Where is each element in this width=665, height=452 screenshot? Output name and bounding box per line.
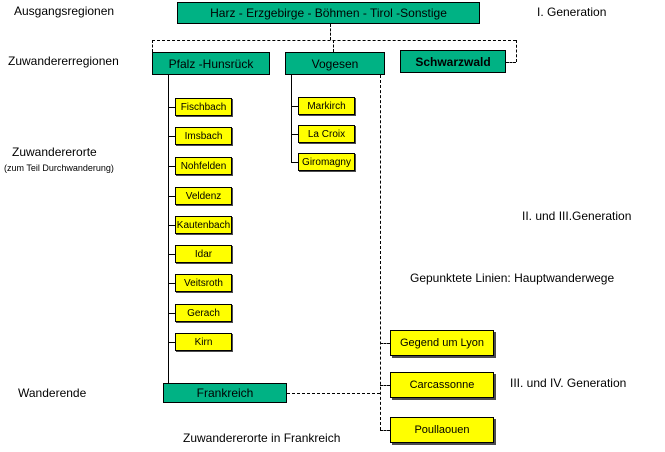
node-place-kirn: Kirn [175, 333, 232, 351]
connector-stub-fischbach [168, 107, 175, 108]
node-place-kautenbach: Kautenbach [175, 216, 232, 234]
label-generation-2-3: II. und III.Generation [522, 209, 632, 223]
connector-stub-poullaouen [380, 430, 390, 431]
connector-stub-idar [168, 254, 175, 255]
connector-stub-la-croix [291, 134, 298, 135]
connector-stub-kautenbach [168, 225, 175, 226]
connector-france-spine [380, 75, 381, 430]
label-generation-1: I. Generation [537, 5, 607, 19]
connector-frankreich-to-spine [287, 393, 380, 394]
node-place-markirch: Markirch [298, 97, 355, 115]
label-ausgangsregionen: Ausgangsregionen [14, 4, 115, 18]
label-zuwandererorte-frankreich: Zuwandererorte in Frankreich [183, 431, 341, 445]
node-place-veldenz: Veldenz [175, 187, 232, 205]
node-place-la-croix: La Croix [298, 125, 355, 143]
connector-stub-gerach [168, 313, 175, 314]
label-zuwandererorte-sub: (zum Teil Durchwanderung) [4, 163, 114, 173]
connector-stub-carcassonne [380, 385, 390, 386]
node-place-gegend-um-lyon: Gegend um Lyon [390, 330, 494, 356]
node-place-veitsroth: Veitsroth [175, 274, 232, 292]
node-region-vogesen: Vogesen [285, 52, 385, 75]
connector-stub-lyon [380, 343, 390, 344]
node-frankreich: Frankreich [163, 383, 287, 403]
connector-stub-giromagny [291, 162, 298, 163]
label-generation-3-4: III. und IV. Generation [510, 376, 627, 390]
node-origin-regions: Harz - Erzgebirge - Böhmen - Tirol -Sons… [177, 2, 480, 24]
label-zuwandererorte: Zuwandererorte [12, 145, 97, 159]
node-region-schwarzwald: Schwarzwald [400, 50, 506, 73]
connector-stub-imsbach [168, 136, 175, 137]
connector-vogesen-spine [291, 75, 292, 163]
node-place-gerach: Gerach [175, 304, 232, 322]
node-place-giromagny: Giromagny [298, 153, 355, 171]
connector-pfalz-spine [168, 75, 169, 383]
connector-stub-markirch [291, 106, 298, 107]
connector-origin-bus [152, 40, 516, 41]
label-zuwandererregionen: Zuwandererregionen [8, 54, 119, 68]
connector-stub-kirn [168, 342, 175, 343]
connector-stub-veldenz [168, 196, 175, 197]
node-place-nohfelden: Nohfelden [175, 157, 232, 175]
connector-drop-schwarzwald [516, 40, 517, 62]
label-wanderende: Wanderende [18, 386, 87, 400]
connector-stub-veitsroth [168, 283, 175, 284]
node-place-carcassonne: Carcassonne [390, 372, 494, 398]
connector-drop-pfalz [152, 40, 153, 52]
connector-origin-drop [330, 24, 331, 40]
node-place-fischbach: Fischbach [175, 98, 232, 116]
label-legend-dotted-lines: Gepunktete Linien: Hauptwanderwege [410, 271, 615, 285]
connector-drop-vogesen [333, 40, 334, 52]
node-place-poullaouen: Poullaouen [390, 417, 494, 443]
connector-stub-nohfelden [168, 166, 175, 167]
connector-hook-schwarzwald [506, 62, 516, 63]
node-place-imsbach: Imsbach [175, 127, 232, 145]
node-place-idar: Idar [175, 245, 232, 263]
node-region-pfalz-hunsrueck: Pfalz -Hunsrück [152, 52, 270, 75]
